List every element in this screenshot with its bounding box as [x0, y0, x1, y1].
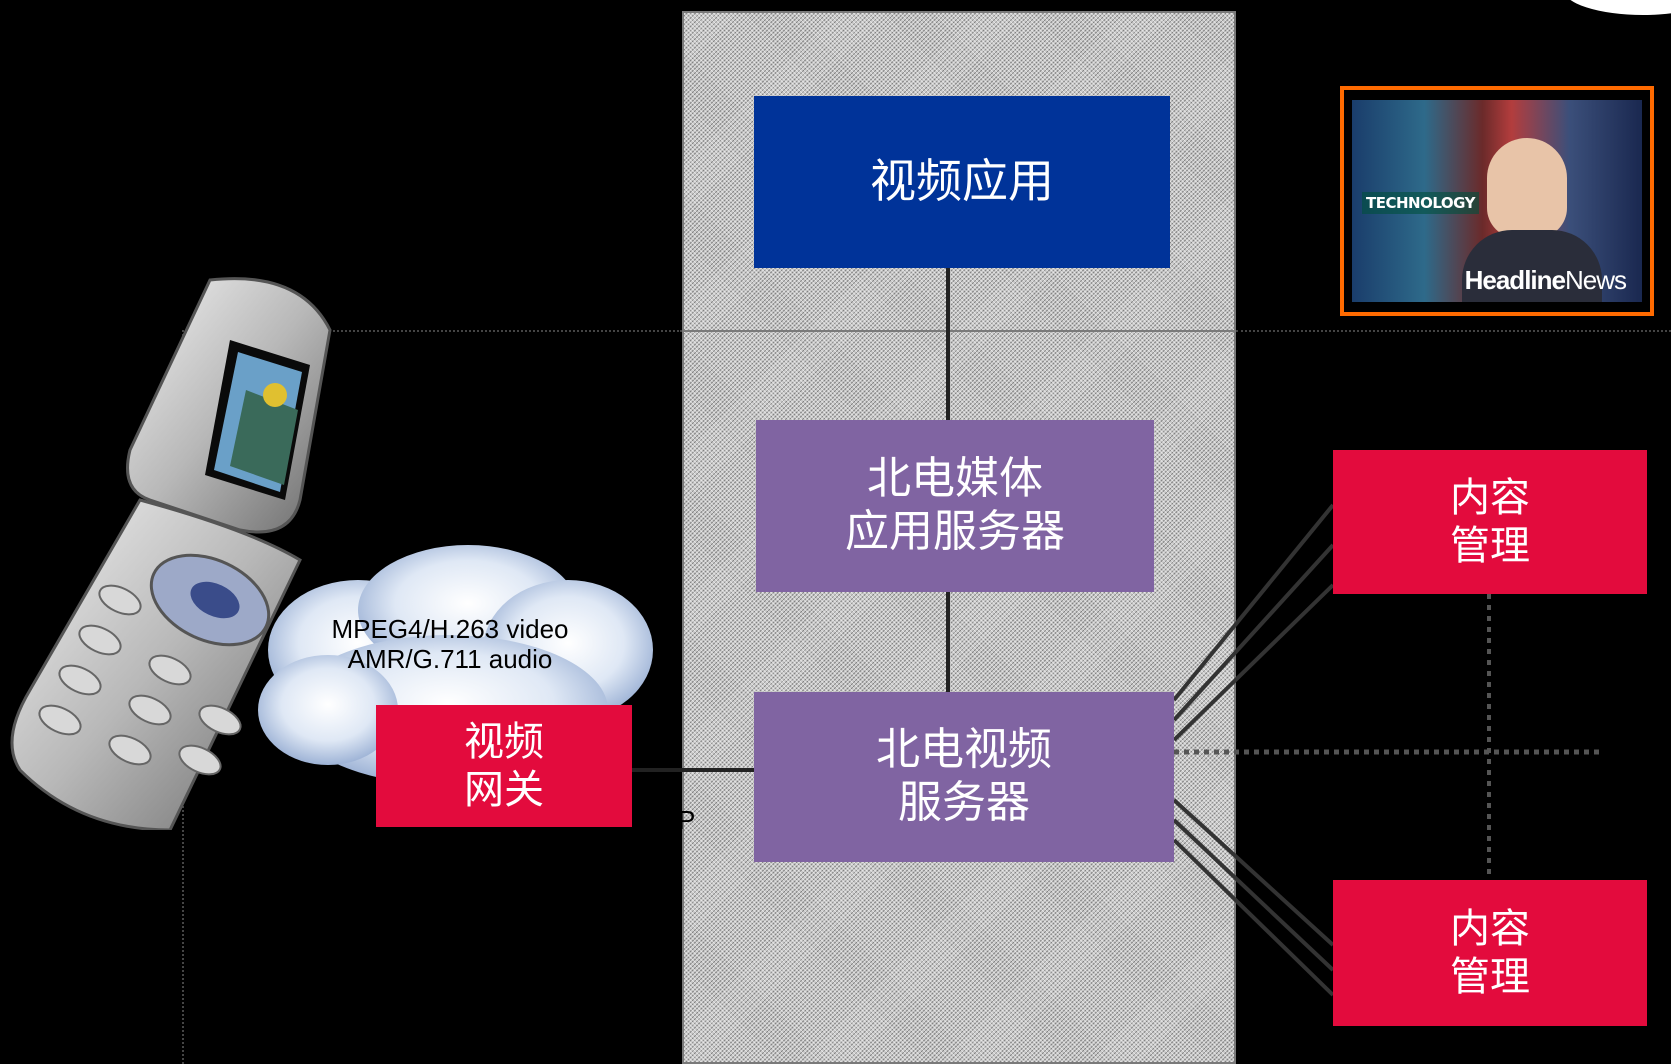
- ip-label: P: [678, 805, 696, 835]
- content-management-bottom-label: 内容 管理: [1450, 906, 1530, 1000]
- link-server-to-cm-top-2: [1172, 543, 1335, 722]
- content-management-bottom-box: 内容 管理: [1333, 880, 1647, 1026]
- anchor-suit: [1462, 230, 1602, 302]
- content-management-top-label: 内容 管理: [1450, 475, 1530, 569]
- video-gateway-label: 视频 网关: [464, 719, 544, 813]
- video-server-label: 北电视频 服务器: [876, 724, 1052, 828]
- link-server-to-cm-bottom-3: [1172, 838, 1335, 997]
- link-server-to-cm-top-1: [1172, 503, 1335, 702]
- video-application-box: 视频应用: [754, 96, 1170, 268]
- link-server-to-cm-bottom-2: [1172, 818, 1335, 972]
- tv-logo-bold: Headline: [1464, 265, 1566, 295]
- codec-video-label: MPEG4/H.263 video: [331, 614, 569, 644]
- content-management-top-box: 内容 管理: [1333, 450, 1647, 594]
- codec-audio-label: AMR/G.711 audio: [347, 644, 553, 674]
- column-divider: [682, 330, 1236, 332]
- tv-ticker-label: TECHNOLOGY: [1362, 192, 1479, 214]
- video-gateway-box: 视频 网关: [376, 705, 632, 827]
- mobile-phone-icon: [10, 277, 332, 830]
- media-app-server-label: 北电媒体 应用服务器: [845, 453, 1065, 557]
- tv-logo-light: News: [1564, 265, 1627, 295]
- video-server-box: 北电视频 服务器: [754, 692, 1174, 862]
- media-app-server-box: 北电媒体 应用服务器: [756, 420, 1154, 592]
- codec-label: MPEG4/H.263 video AMR/G.711 audio: [300, 614, 600, 674]
- link-server-to-cm-bottom-1: [1172, 798, 1335, 947]
- tv-screen-icon: TECHNOLOGY HeadlineNews: [1340, 86, 1654, 316]
- network-boundary-right: [1236, 330, 1671, 332]
- anchor-head: [1487, 138, 1567, 238]
- tv-screen-image: TECHNOLOGY HeadlineNews: [1352, 100, 1642, 302]
- tv-logo: HeadlineNews: [1464, 265, 1627, 296]
- link-server-to-cm-top-3: [1172, 583, 1335, 742]
- video-application-label: 视频应用: [870, 154, 1054, 209]
